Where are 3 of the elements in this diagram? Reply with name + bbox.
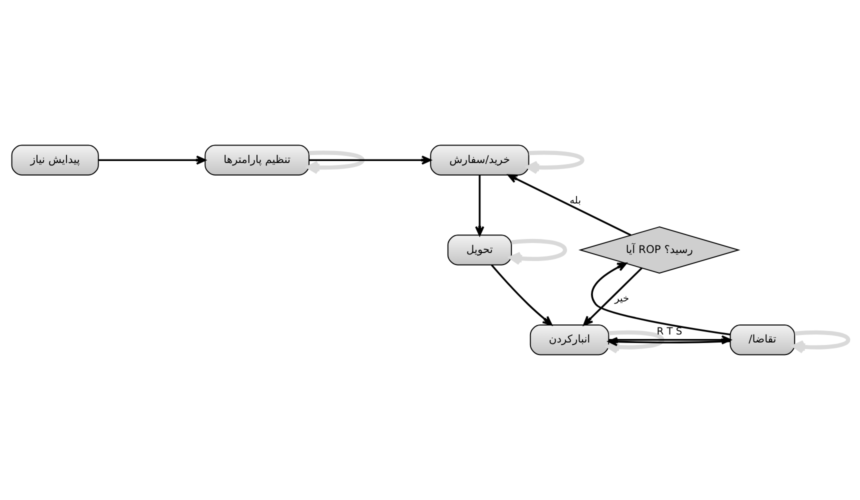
edge-label: بله <box>570 196 581 206</box>
edge-label: R T S <box>656 326 682 338</box>
edge-label: خیر <box>614 294 630 305</box>
